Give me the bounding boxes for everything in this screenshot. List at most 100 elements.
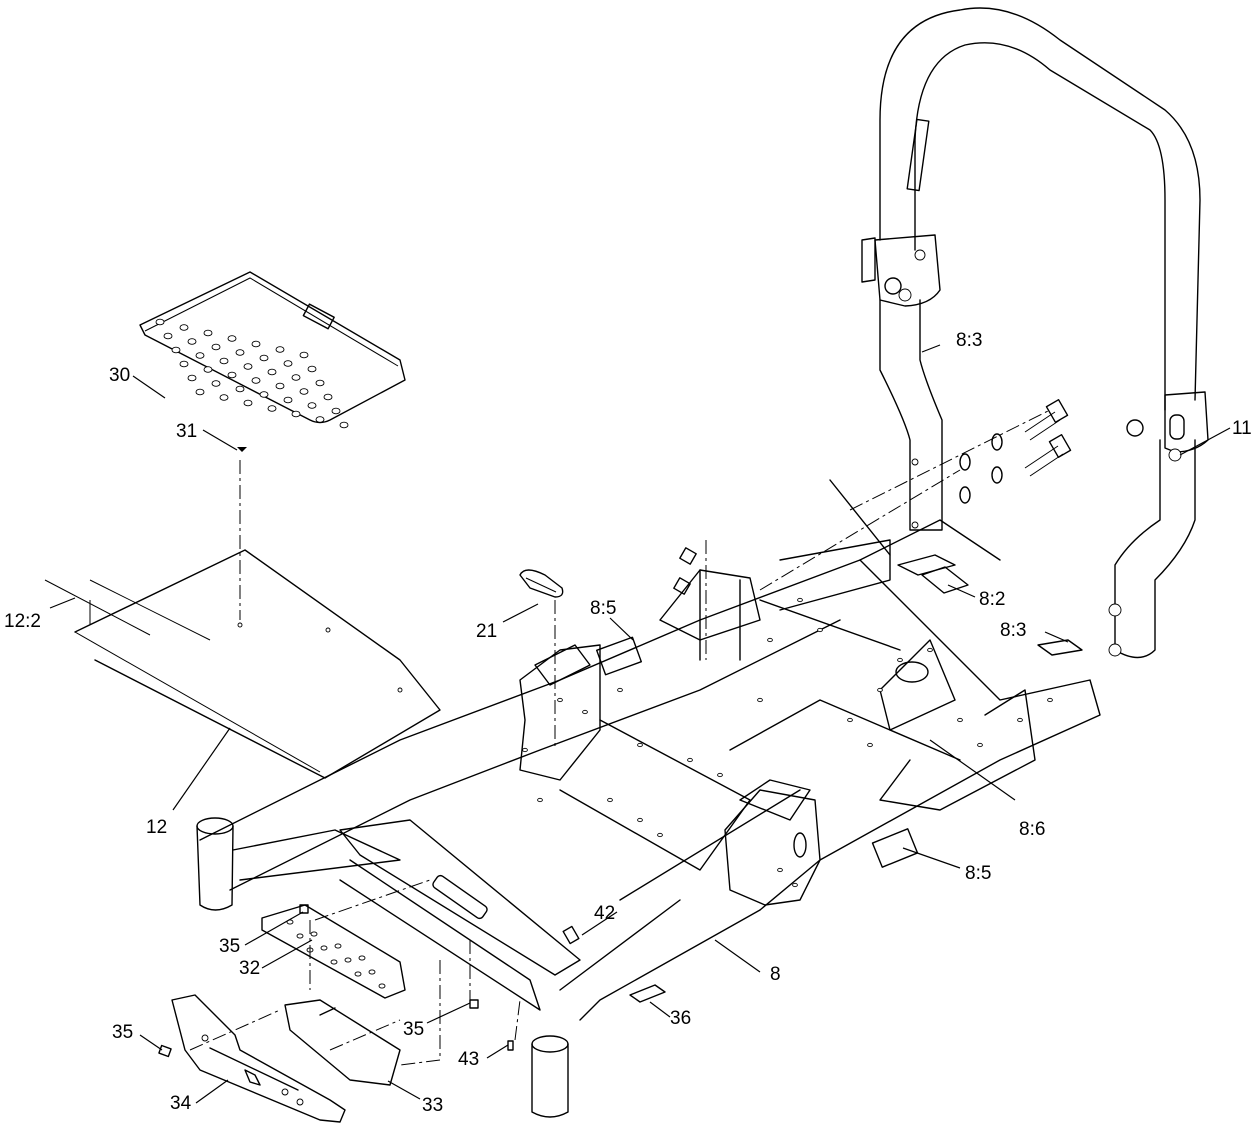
hole — [344, 957, 352, 963]
hole — [847, 717, 853, 723]
hole — [315, 416, 325, 423]
hole — [243, 399, 253, 407]
hole — [299, 388, 309, 395]
callout-21: 21 — [476, 621, 498, 642]
leader-lines — [49, 344, 1231, 1104]
hole — [219, 357, 229, 365]
callout-8-2: 8:2 — [979, 589, 1006, 610]
hole — [637, 742, 643, 748]
hole — [757, 697, 763, 703]
callout-8-6: 8:6 — [1019, 819, 1046, 840]
decals — [595, 554, 1083, 1003]
hole — [195, 388, 205, 396]
callout-12-2: 12:2 — [4, 611, 41, 632]
hole — [310, 931, 318, 937]
hole — [522, 747, 528, 753]
front-bracket — [171, 994, 346, 1123]
hole — [817, 627, 823, 633]
callout-30: 30 — [109, 365, 131, 386]
callout-33: 33 — [422, 1095, 444, 1116]
hole — [777, 867, 783, 873]
hole — [957, 717, 963, 723]
front-guard — [284, 999, 401, 1086]
hole — [171, 346, 181, 354]
hole — [339, 421, 349, 429]
hole — [320, 945, 328, 951]
hole — [227, 335, 237, 342]
hole — [315, 379, 325, 387]
callout-42: 42 — [594, 903, 616, 924]
hole — [259, 391, 269, 398]
center-lines — [189, 460, 707, 1066]
hole — [1017, 717, 1023, 723]
callout-31: 31 — [176, 421, 198, 442]
hole — [1047, 697, 1053, 703]
hole — [283, 396, 293, 404]
hole — [637, 817, 643, 823]
hole — [275, 346, 285, 353]
hole — [717, 772, 723, 778]
hole — [267, 405, 277, 412]
callout-8: 8 — [770, 964, 781, 985]
hole — [219, 394, 229, 401]
hole — [687, 757, 693, 763]
hole — [211, 343, 221, 351]
floor-pan — [44, 549, 441, 779]
hole — [537, 797, 543, 803]
hole — [267, 368, 277, 376]
hole — [307, 365, 317, 373]
hole — [867, 742, 873, 748]
hole — [203, 329, 213, 337]
hole — [323, 393, 333, 401]
callout-36: 36 — [670, 1008, 692, 1029]
hole — [977, 742, 983, 748]
hole — [767, 637, 773, 643]
fasteners — [158, 447, 697, 1058]
hole — [275, 382, 285, 390]
main-frame — [196, 479, 1101, 1118]
callout-8-3-right: 8:3 — [1000, 620, 1027, 641]
hole — [251, 340, 261, 348]
hole — [358, 955, 366, 961]
callout-8-3-top: 8:3 — [956, 330, 983, 351]
callout-35-a: 35 — [219, 936, 241, 957]
callout-32: 32 — [239, 958, 261, 979]
hole — [163, 332, 173, 340]
hole — [334, 943, 342, 949]
hole — [296, 933, 304, 939]
hole — [243, 363, 253, 370]
front-panel-holes — [286, 919, 386, 989]
frame-holes — [522, 597, 1053, 888]
hole — [299, 351, 309, 359]
rops-hardware — [759, 399, 1072, 591]
hole — [235, 385, 245, 393]
hole — [607, 797, 613, 803]
hole — [291, 410, 301, 418]
rops-roll-bar — [861, 7, 1209, 659]
hole — [291, 374, 301, 381]
hole — [797, 597, 803, 603]
hole — [354, 971, 362, 977]
hole — [927, 647, 933, 653]
hole — [582, 709, 588, 715]
hole — [617, 687, 623, 693]
callout-8-5-top: 8:5 — [590, 598, 617, 619]
hole — [259, 354, 269, 362]
callout-43: 43 — [458, 1049, 480, 1070]
handle-grip — [519, 569, 564, 598]
hole — [227, 371, 237, 379]
hole — [235, 349, 245, 356]
hole — [155, 318, 165, 326]
hole — [187, 338, 197, 345]
callout-11: 11 — [1232, 418, 1252, 439]
foot-plate-holes — [155, 318, 349, 429]
hole — [211, 380, 221, 387]
hole — [378, 983, 386, 989]
hole — [187, 374, 197, 382]
hole — [331, 407, 341, 415]
hole — [307, 402, 317, 409]
callout-8-5-bottom: 8:5 — [965, 863, 992, 884]
